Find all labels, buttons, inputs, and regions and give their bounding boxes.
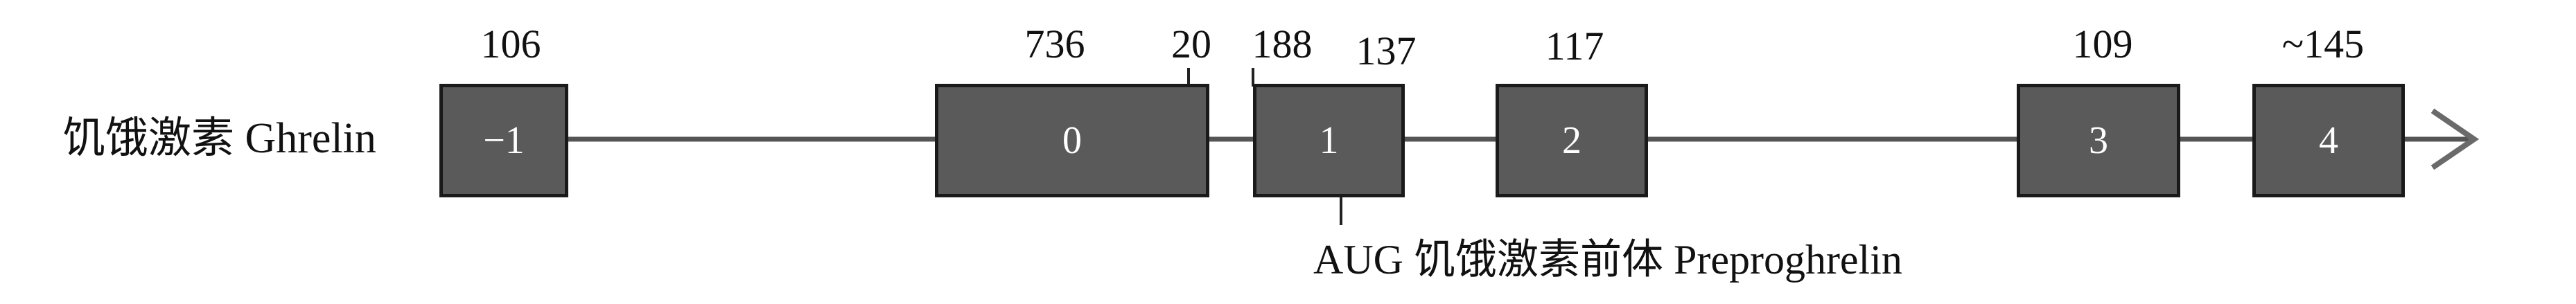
exon-minus1: −1 bbox=[439, 84, 568, 197]
exon-2-label: 2 bbox=[1562, 119, 1581, 162]
exon-4-label: 4 bbox=[2319, 119, 2338, 162]
size-label-exon2: 117 bbox=[1545, 24, 1604, 69]
exon-3-label: 3 bbox=[2089, 119, 2108, 162]
start-codon-annotation: AUG 饥饿激素前体 Preproghrelin bbox=[1313, 237, 1902, 283]
exon-0-label: 0 bbox=[1062, 119, 1082, 162]
size-label-exon1-start: 188 bbox=[1252, 21, 1313, 66]
size-label-exon0-end: 20 bbox=[1171, 21, 1211, 66]
exon-3: 3 bbox=[2017, 84, 2180, 197]
direction-arrow-icon bbox=[2430, 108, 2480, 170]
exon-4: 4 bbox=[2252, 84, 2405, 197]
size-label-exon4: ~145 bbox=[2281, 21, 2365, 66]
gene-label: 饥饿激素 Ghrelin bbox=[62, 115, 376, 162]
size-label-exon0: 736 bbox=[1024, 21, 1085, 66]
size-label-exon3: 109 bbox=[2072, 21, 2133, 66]
size-label-exon-minus1: 106 bbox=[480, 21, 541, 66]
exon-1-label: 1 bbox=[1319, 119, 1339, 162]
exon-2: 2 bbox=[1496, 84, 1648, 197]
exon-1: 1 bbox=[1253, 84, 1405, 197]
exon-minus1-label: −1 bbox=[483, 119, 525, 162]
exon-0: 0 bbox=[935, 84, 1209, 197]
size-label-exon1: 137 bbox=[1356, 28, 1417, 73]
